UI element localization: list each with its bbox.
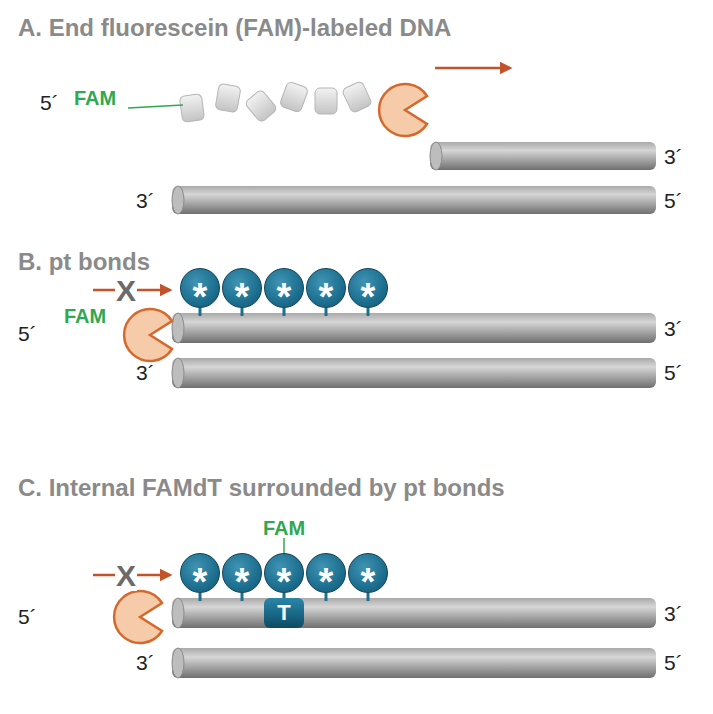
exonuclease [379,84,427,136]
dye-label: FAM [64,306,106,326]
dye-label: FAM [74,88,116,108]
phosphorothioate-mark: * [361,563,376,601]
pt-bond-bead: * [264,268,304,308]
pt-bond-bead: * [348,553,388,593]
strand-end: 3´ [136,362,155,383]
strand-end: 5´ [664,652,683,673]
strand [172,313,656,388]
panel-title: C. Internal FAMdT surrounded by pt bonds [18,476,505,500]
panel-title: A. End fluorescein (FAM)-labeled DNA [18,16,451,40]
dye-label: FAM [263,518,305,538]
phosphorothioate-mark: * [193,278,208,316]
block-mark: X [115,561,137,591]
strand-end: 5´ [40,92,59,113]
released-nucleotides [179,81,372,123]
strand-end: 5´ [18,323,37,344]
direction-arrow [435,67,510,70]
phosphorothioate-mark: * [235,278,250,316]
phosphorothioate-mark: * [319,563,334,601]
phosphorothioate-mark: * [361,278,376,316]
pt-bond-bead: * [348,268,388,308]
phosphorothioate-mark: * [235,563,250,601]
pt-bond-bead: * [180,553,220,593]
block-mark: X [115,276,137,306]
strand-end: 3´ [664,603,683,624]
strand-end: 3´ [664,146,683,167]
panel-title: B. pt bonds [18,250,150,274]
phosphorothioate-mark: * [277,278,292,316]
pt-bond-bead: * [222,553,262,593]
exonuclease [114,591,162,643]
pt-bond-bead: * [180,268,220,308]
strand-end: 3´ [136,652,155,673]
phosphorothioate-mark: * [319,278,334,316]
strand [172,598,656,678]
fam-leader [283,538,285,554]
famdt-base: T [264,598,304,628]
pt-bond-bead: * [306,268,346,308]
phosphorothioate-mark: * [277,563,292,601]
phosphorothioate-mark: * [193,563,208,601]
pt-bond-bead: * [264,553,304,593]
strand-end: 3´ [136,190,155,211]
base-letter: T [277,602,290,624]
strand-end: 3´ [664,318,683,339]
pt-bond-bead: * [222,268,262,308]
strand-end: 5´ [18,606,37,627]
fam-leader [128,105,183,108]
strand [172,142,656,214]
exonuclease [124,309,172,361]
pt-bond-bead: * [306,553,346,593]
strand-end: 5´ [664,190,683,211]
strand-end: 5´ [664,362,683,383]
